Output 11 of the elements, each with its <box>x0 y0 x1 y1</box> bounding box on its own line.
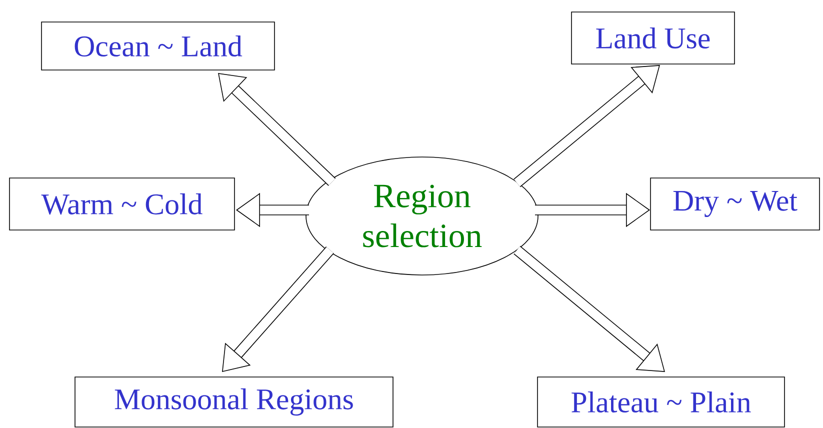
arrow <box>514 246 665 372</box>
label-box: Warm ~ Cold <box>9 178 235 230</box>
label-box: Ocean ~ Land <box>41 22 275 70</box>
label-box: Plateau ~ Plain <box>537 376 785 428</box>
label-box: Monsoonal Regions <box>74 376 394 428</box>
ellipse-node: Region selection <box>306 156 538 276</box>
arrow <box>218 73 336 186</box>
arrow <box>514 65 660 188</box>
label-box: Land Use <box>571 12 735 64</box>
label-box: Dry ~ Wet <box>650 178 820 230</box>
arrow <box>222 246 334 372</box>
